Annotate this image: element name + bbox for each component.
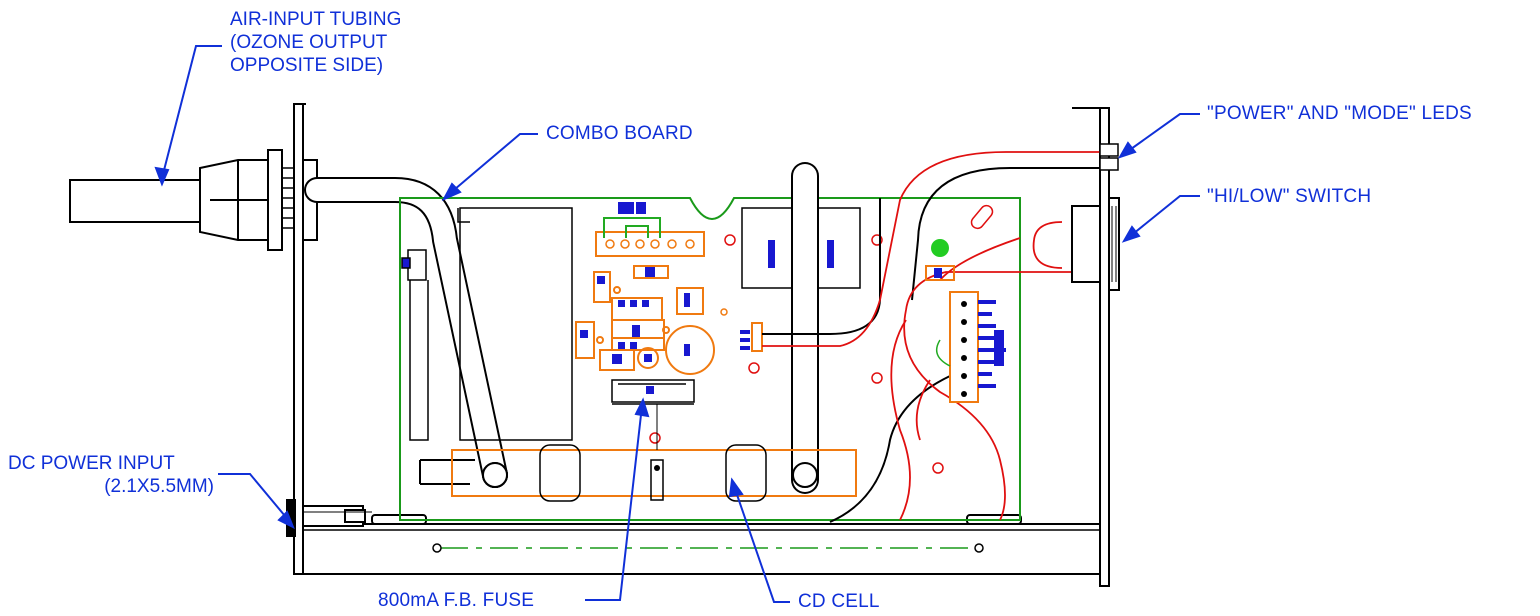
dc-power-jack	[286, 499, 372, 537]
smd-components	[575, 265, 715, 375]
dc-power-line-2: (2.1X5.5MM)	[104, 476, 214, 497]
leader-lines	[154, 45, 1200, 603]
dc-power-line-1: DC POWER INPUT	[8, 453, 175, 474]
combo-board	[399, 197, 1021, 521]
air-input-label: AIR-INPUT TUBING (OZONE OUTPUT OPPOSITE …	[230, 8, 401, 77]
hi-low-switch	[1071, 197, 1120, 291]
cd-cell-label: CD CELL	[798, 591, 880, 612]
connector-header	[595, 202, 705, 257]
enclosure	[293, 103, 1110, 587]
right-board-parts	[925, 204, 1006, 403]
left-sensor	[401, 249, 429, 441]
red-wiring	[762, 151, 1100, 521]
fuse-label: 800mA F.B. FUSE	[378, 590, 535, 611]
relay-connector	[740, 322, 763, 352]
mounting-holes	[649, 234, 944, 474]
combo-board-label: COMBO BOARD	[546, 123, 693, 144]
air-input-tubing	[69, 149, 318, 251]
air-input-line-3: OPPOSITE SIDE)	[230, 55, 384, 76]
air-input-line-2: (OZONE OUTPUT	[230, 32, 388, 53]
hi-low-switch-label: "HI/LOW" SWITCH	[1207, 186, 1372, 207]
base-screws	[432, 543, 984, 553]
internal-tube	[304, 177, 508, 488]
power-mode-leds	[1099, 143, 1119, 171]
transformer	[457, 207, 573, 441]
cd-cell	[451, 444, 857, 502]
power-mode-leds-label: "POWER" AND "MODE" LEDS	[1207, 103, 1472, 124]
fuse-holder	[611, 379, 695, 405]
dc-power-input-label: DC POWER INPUT (2.1X5.5MM)	[8, 452, 214, 498]
air-input-line-1: AIR-INPUT TUBING	[230, 9, 402, 30]
